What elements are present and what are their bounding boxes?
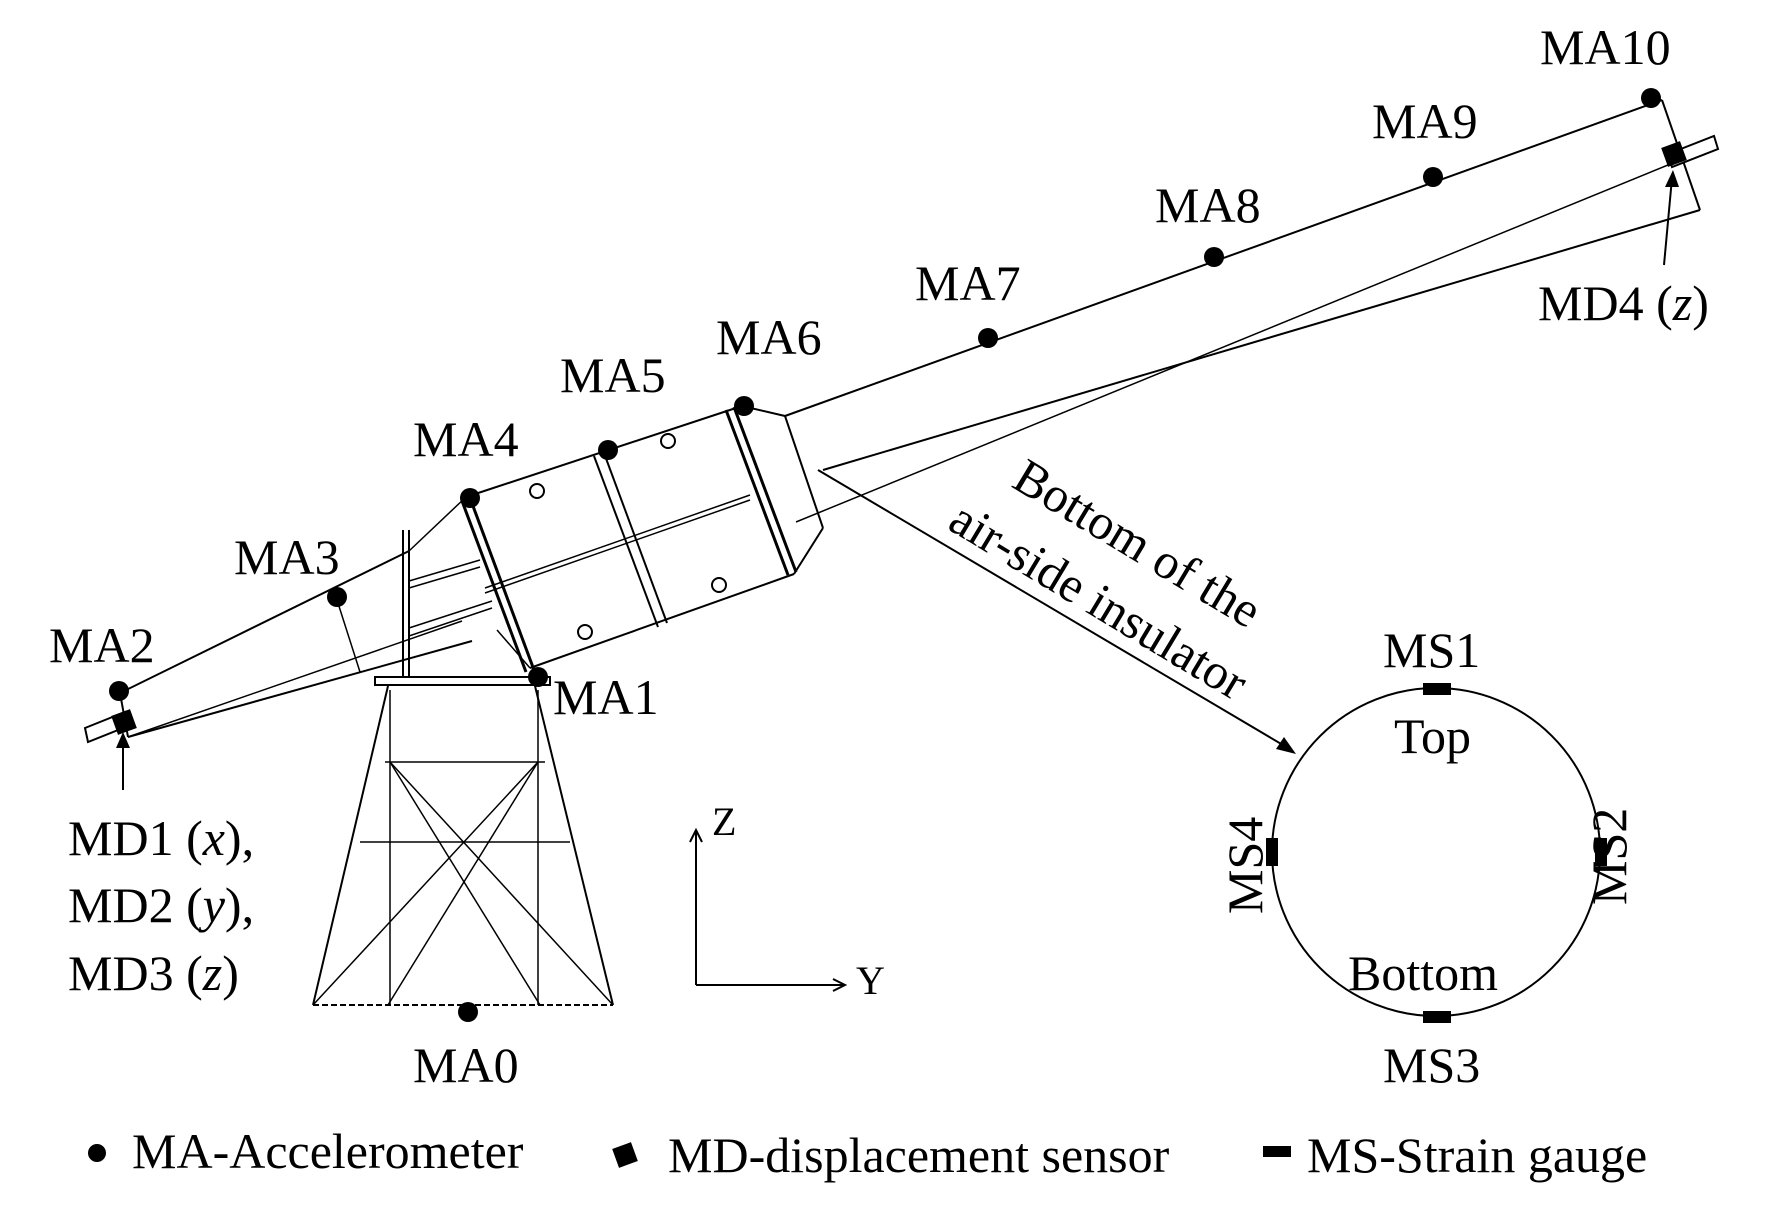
label-ma6: MA6 [716, 309, 822, 365]
coordinate-axes: Z Y [689, 799, 885, 1003]
label-ma1: MA1 [553, 669, 659, 725]
strain-gauge-ms3 [1423, 1011, 1451, 1023]
label-ma5: MA5 [560, 347, 666, 403]
md-right-label: MD4 (z) [1538, 275, 1709, 331]
accelerometer-dot-ma4 [460, 488, 480, 508]
accelerometer-dot-ma3 [327, 587, 347, 607]
accelerometer-dot-ma1 [528, 667, 548, 687]
label-ma0: MA0 [413, 1037, 519, 1093]
accelerometer-dot-ma9 [1423, 167, 1443, 187]
label-ma8: MA8 [1155, 177, 1261, 233]
ms4-label-rotated: MS4 [1217, 817, 1273, 914]
accelerometer-dot-ma0 [458, 1002, 478, 1022]
accelerometer-dot-ma10 [1641, 88, 1661, 108]
strain-gauge-ms4 [1266, 838, 1278, 866]
label-ma7: MA7 [915, 255, 1021, 311]
cross-section: Top Bottom MS1 MS3 MS2 MS4 MS4 [1217, 622, 1637, 1093]
label-ma10: MA10 [1540, 19, 1671, 75]
accelerometer-dot-ma7 [978, 328, 998, 348]
md-left-line2: MD2 (y), [68, 877, 254, 933]
ms2-label: MS2 [1581, 808, 1637, 905]
md-left-line1: MD1 (x), [68, 810, 254, 866]
insulator-callout: Bottom of the air-side insulator [817, 447, 1296, 754]
cross-section-bottom: Bottom [1348, 945, 1498, 1001]
legend: MA-Accelerometer MD-displacement sensor … [88, 1123, 1647, 1183]
ms1-label: MS1 [1383, 622, 1480, 678]
accelerometer-dot-ma6 [734, 396, 754, 416]
support-frame [312, 530, 614, 1006]
accelerometer-dot-ma5 [598, 440, 618, 460]
label-ma3: MA3 [234, 529, 340, 585]
accelerometer-dot-ma2 [109, 681, 129, 701]
legend-accelerometer-label: MA-Accelerometer [132, 1123, 524, 1179]
legend-strain-label: MS-Strain gauge [1307, 1127, 1647, 1183]
ms3-label: MS3 [1383, 1037, 1480, 1093]
legend-displacement-label: MD-displacement sensor [668, 1127, 1170, 1183]
accelerometer-dot-ma8 [1204, 247, 1224, 267]
strain-gauge-ms1 [1423, 683, 1451, 695]
displacement-marker-right [1661, 141, 1687, 167]
accelerometer-markers [109, 88, 1661, 1022]
strain-gauge-ms2 [1595, 838, 1607, 866]
legend-displacement-icon [612, 1142, 638, 1168]
md-left-line3: MD3 (z) [68, 945, 239, 1001]
label-ma9: MA9 [1372, 93, 1478, 149]
cross-section-top: Top [1394, 708, 1471, 764]
axis-z-label: Z [712, 799, 736, 844]
displacement-marker-left [111, 709, 137, 735]
legend-accelerometer-icon [88, 1144, 106, 1162]
accelerometer-labels: MA0 MA1 MA2 MA3 MA4 MA5 MA6 MA7 MA8 MA9 … [49, 19, 1671, 1093]
label-ma4: MA4 [413, 411, 519, 467]
displacement-sensors: MD1 (x), MD2 (y), MD3 (z) MD4 (z) [68, 141, 1709, 1001]
legend-strain-icon [1263, 1146, 1291, 1157]
label-ma2: MA2 [49, 617, 155, 673]
axis-y-label: Y [856, 958, 885, 1003]
